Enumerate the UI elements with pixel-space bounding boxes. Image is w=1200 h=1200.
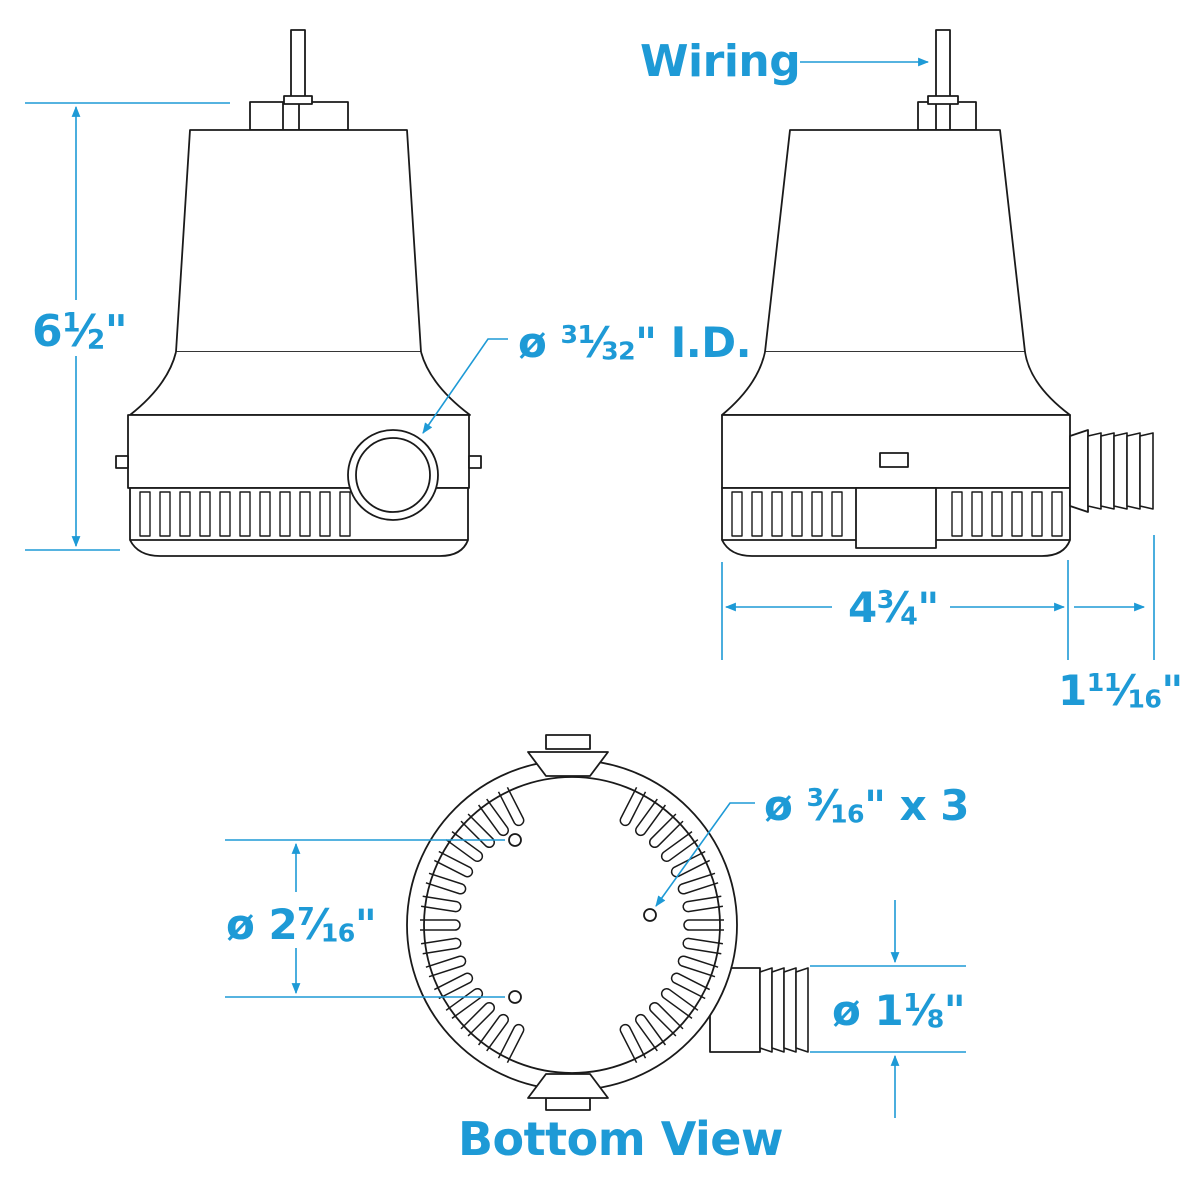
- front-grill-slots: [139, 491, 351, 537]
- intake-slot: [660, 830, 699, 862]
- intake-slot: [682, 895, 724, 913]
- grill-slot: [159, 491, 171, 537]
- side-hose-barb: [1087, 432, 1154, 510]
- intake-slot: [425, 955, 467, 978]
- bottom-hose-barb: [759, 967, 809, 1053]
- side-view: [721, 29, 1154, 557]
- barb-rib: [783, 967, 797, 1053]
- grill-slot: [831, 491, 843, 537]
- bottom-view: [406, 734, 809, 1111]
- grill-slot: [951, 491, 963, 537]
- grill-slot: [259, 491, 271, 537]
- intake-slot: [670, 972, 711, 1000]
- side-grill-slots: [731, 491, 1063, 537]
- outlet-outer-diameter-label: ø 11⁄8": [832, 986, 966, 1035]
- grill-slot: [199, 491, 211, 537]
- barb-rib: [1126, 432, 1141, 510]
- intake-slot: [477, 1013, 509, 1052]
- intake-slot: [420, 937, 462, 955]
- intake-slot: [649, 813, 684, 848]
- grill-slot: [179, 491, 191, 537]
- grill-slot: [319, 491, 331, 537]
- intake-slot: [477, 798, 509, 837]
- intake-slot: [619, 786, 647, 827]
- grill-slot: [771, 491, 783, 537]
- grill-slot: [1011, 491, 1023, 537]
- intake-slot: [445, 830, 484, 862]
- grill-slot: [971, 491, 983, 537]
- grill-slot: [279, 491, 291, 537]
- intake-slot: [682, 937, 724, 955]
- barb-rib: [1100, 432, 1115, 510]
- height-dimension-label: 61⁄2": [32, 306, 128, 357]
- intake-slot: [619, 1023, 647, 1064]
- intake-slot: [660, 988, 699, 1020]
- intake-slot: [677, 872, 719, 895]
- grill-slot: [139, 491, 151, 537]
- grill-slot: [751, 491, 763, 537]
- intake-slot: [425, 872, 467, 895]
- intake-slot: [497, 1023, 525, 1064]
- grill-slot: [1051, 491, 1063, 537]
- barb-rib: [1139, 432, 1154, 510]
- grill-slot: [991, 491, 1003, 537]
- intake-slot: [497, 786, 525, 827]
- intake-slot: [677, 955, 719, 978]
- grill-slot: [339, 491, 351, 537]
- intake-slot: [635, 798, 667, 837]
- width-dimension-label: 43⁄4": [848, 583, 939, 632]
- hole-circle-diameter-label: ø 27⁄16": [226, 900, 377, 949]
- grill-slot: [731, 491, 743, 537]
- barb-rib: [759, 967, 773, 1053]
- front-view: [115, 29, 482, 557]
- intake-slot: [460, 1002, 495, 1037]
- outlet-inner-diameter-label: ø 31⁄32" I.D.: [518, 318, 752, 367]
- bottom-view-caption: Bottom View: [458, 1112, 783, 1166]
- intake-slot: [460, 813, 495, 848]
- grill-slot: [219, 491, 231, 537]
- wiring-label: Wiring: [640, 36, 801, 87]
- barb-rib: [771, 967, 785, 1053]
- mounting-hole-diameter-label: ø 3⁄16" x 3: [764, 781, 970, 830]
- barb-rib: [1087, 432, 1102, 510]
- intake-slot: [420, 919, 461, 931]
- intake-slot: [433, 850, 474, 878]
- bottom-intake-slots: [420, 786, 724, 1064]
- intake-slot: [649, 1002, 684, 1037]
- grill-slot: [811, 491, 823, 537]
- grill-slot: [299, 491, 311, 537]
- intake-slot: [683, 919, 724, 931]
- intake-slot: [635, 1013, 667, 1052]
- barb-rib: [1113, 432, 1128, 510]
- intake-slot: [433, 972, 474, 1000]
- barb-rib: [795, 967, 809, 1053]
- grill-slot: [791, 491, 803, 537]
- intake-slot: [420, 895, 462, 913]
- grill-slot: [1031, 491, 1043, 537]
- outlet-length-label: 111⁄16": [1058, 666, 1183, 715]
- grill-slot: [239, 491, 251, 537]
- dimension-lines: [25, 57, 1155, 1118]
